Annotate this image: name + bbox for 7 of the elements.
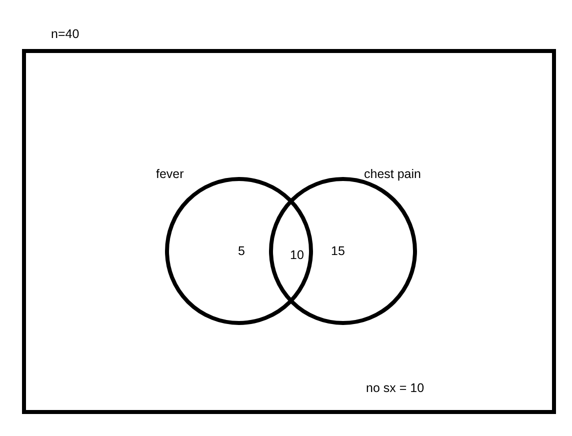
set-label: chest pain bbox=[364, 167, 421, 181]
count-label: 15 bbox=[331, 244, 345, 258]
set-label: fever bbox=[156, 167, 184, 181]
count-label: 5 bbox=[238, 244, 245, 258]
overlap-count-label: 10 bbox=[290, 248, 304, 262]
none-count-label: no sx = 10 bbox=[366, 381, 424, 395]
total-label: n=40 bbox=[51, 27, 80, 41]
